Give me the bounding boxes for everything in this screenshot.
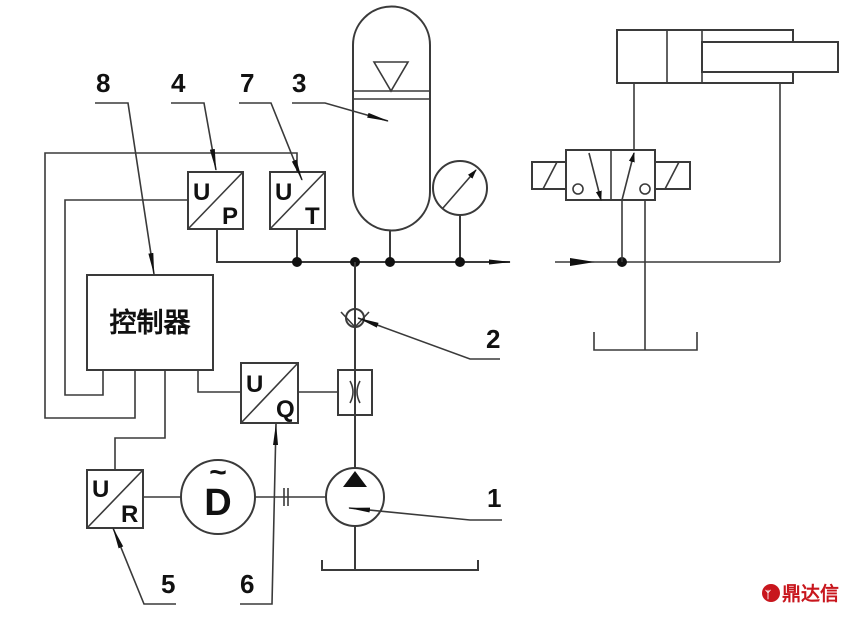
signal-wiring [44, 152, 298, 470]
svg-text:7: 7 [240, 68, 254, 98]
hydraulic-pump [321, 467, 479, 571]
svg-text:1: 1 [487, 483, 501, 513]
svg-text:2: 2 [486, 324, 500, 354]
svg-text:U: U [246, 371, 263, 398]
junction-dot [455, 257, 465, 267]
tank-icon [321, 560, 479, 571]
callout-2: 2 [357, 317, 500, 360]
svg-text:P: P [222, 203, 238, 230]
pressure-gauge [432, 160, 488, 216]
controller: 控制器 [86, 274, 214, 371]
junction-dot [385, 257, 395, 267]
controller-label: 控制器 [110, 308, 192, 339]
svg-text:6: 6 [240, 569, 254, 599]
pressure-transducer: U P [187, 171, 244, 230]
throttle-valve [337, 369, 373, 416]
svg-text:T: T [305, 203, 320, 230]
svg-text:~: ~ [209, 456, 227, 489]
svg-text:8: 8 [96, 68, 110, 98]
callout-7: 7 [239, 68, 303, 181]
svg-text:R: R [121, 501, 138, 528]
callout-4: 4 [171, 68, 217, 171]
callout-3: 3 [292, 68, 389, 122]
svg-text:4: 4 [171, 68, 186, 98]
piston-rod [701, 41, 839, 73]
svg-text:鼎达信: 鼎达信 [782, 582, 839, 605]
brand-logo-icon [762, 584, 780, 602]
svg-text:3: 3 [292, 68, 306, 98]
pump-direction-icon [343, 471, 367, 487]
solenoid-left-icon [531, 161, 567, 190]
accumulator [352, 5, 431, 232]
speed-transducer: U R [86, 469, 144, 529]
main-pressure-line [216, 215, 511, 267]
servo-motor: D ~ [143, 456, 326, 535]
svg-text:U: U [92, 476, 109, 503]
callout-1: 1 [348, 483, 502, 521]
callout-5: 5 [112, 527, 176, 605]
tank-icon [593, 332, 698, 351]
svg-text:5: 5 [161, 569, 175, 599]
svg-text:D: D [204, 482, 231, 524]
svg-text:ᛉ: ᛉ [765, 589, 772, 601]
svg-text:U: U [275, 179, 292, 206]
temperature-transducer: U T [269, 171, 326, 230]
callout-6: 6 [240, 423, 279, 605]
gas-triangle-icon [372, 61, 410, 93]
callout-8: 8 [95, 68, 155, 275]
svg-text:U: U [193, 179, 210, 206]
svg-text:Q: Q [276, 396, 295, 423]
actuator-circuit [555, 83, 781, 351]
hydraulic-cylinder [616, 29, 839, 84]
junction-dot [292, 257, 302, 267]
solenoid-valve [531, 149, 691, 201]
flow-transducer: U Q [240, 362, 338, 424]
brand-watermark: ᛉ 鼎达信 [762, 582, 839, 605]
